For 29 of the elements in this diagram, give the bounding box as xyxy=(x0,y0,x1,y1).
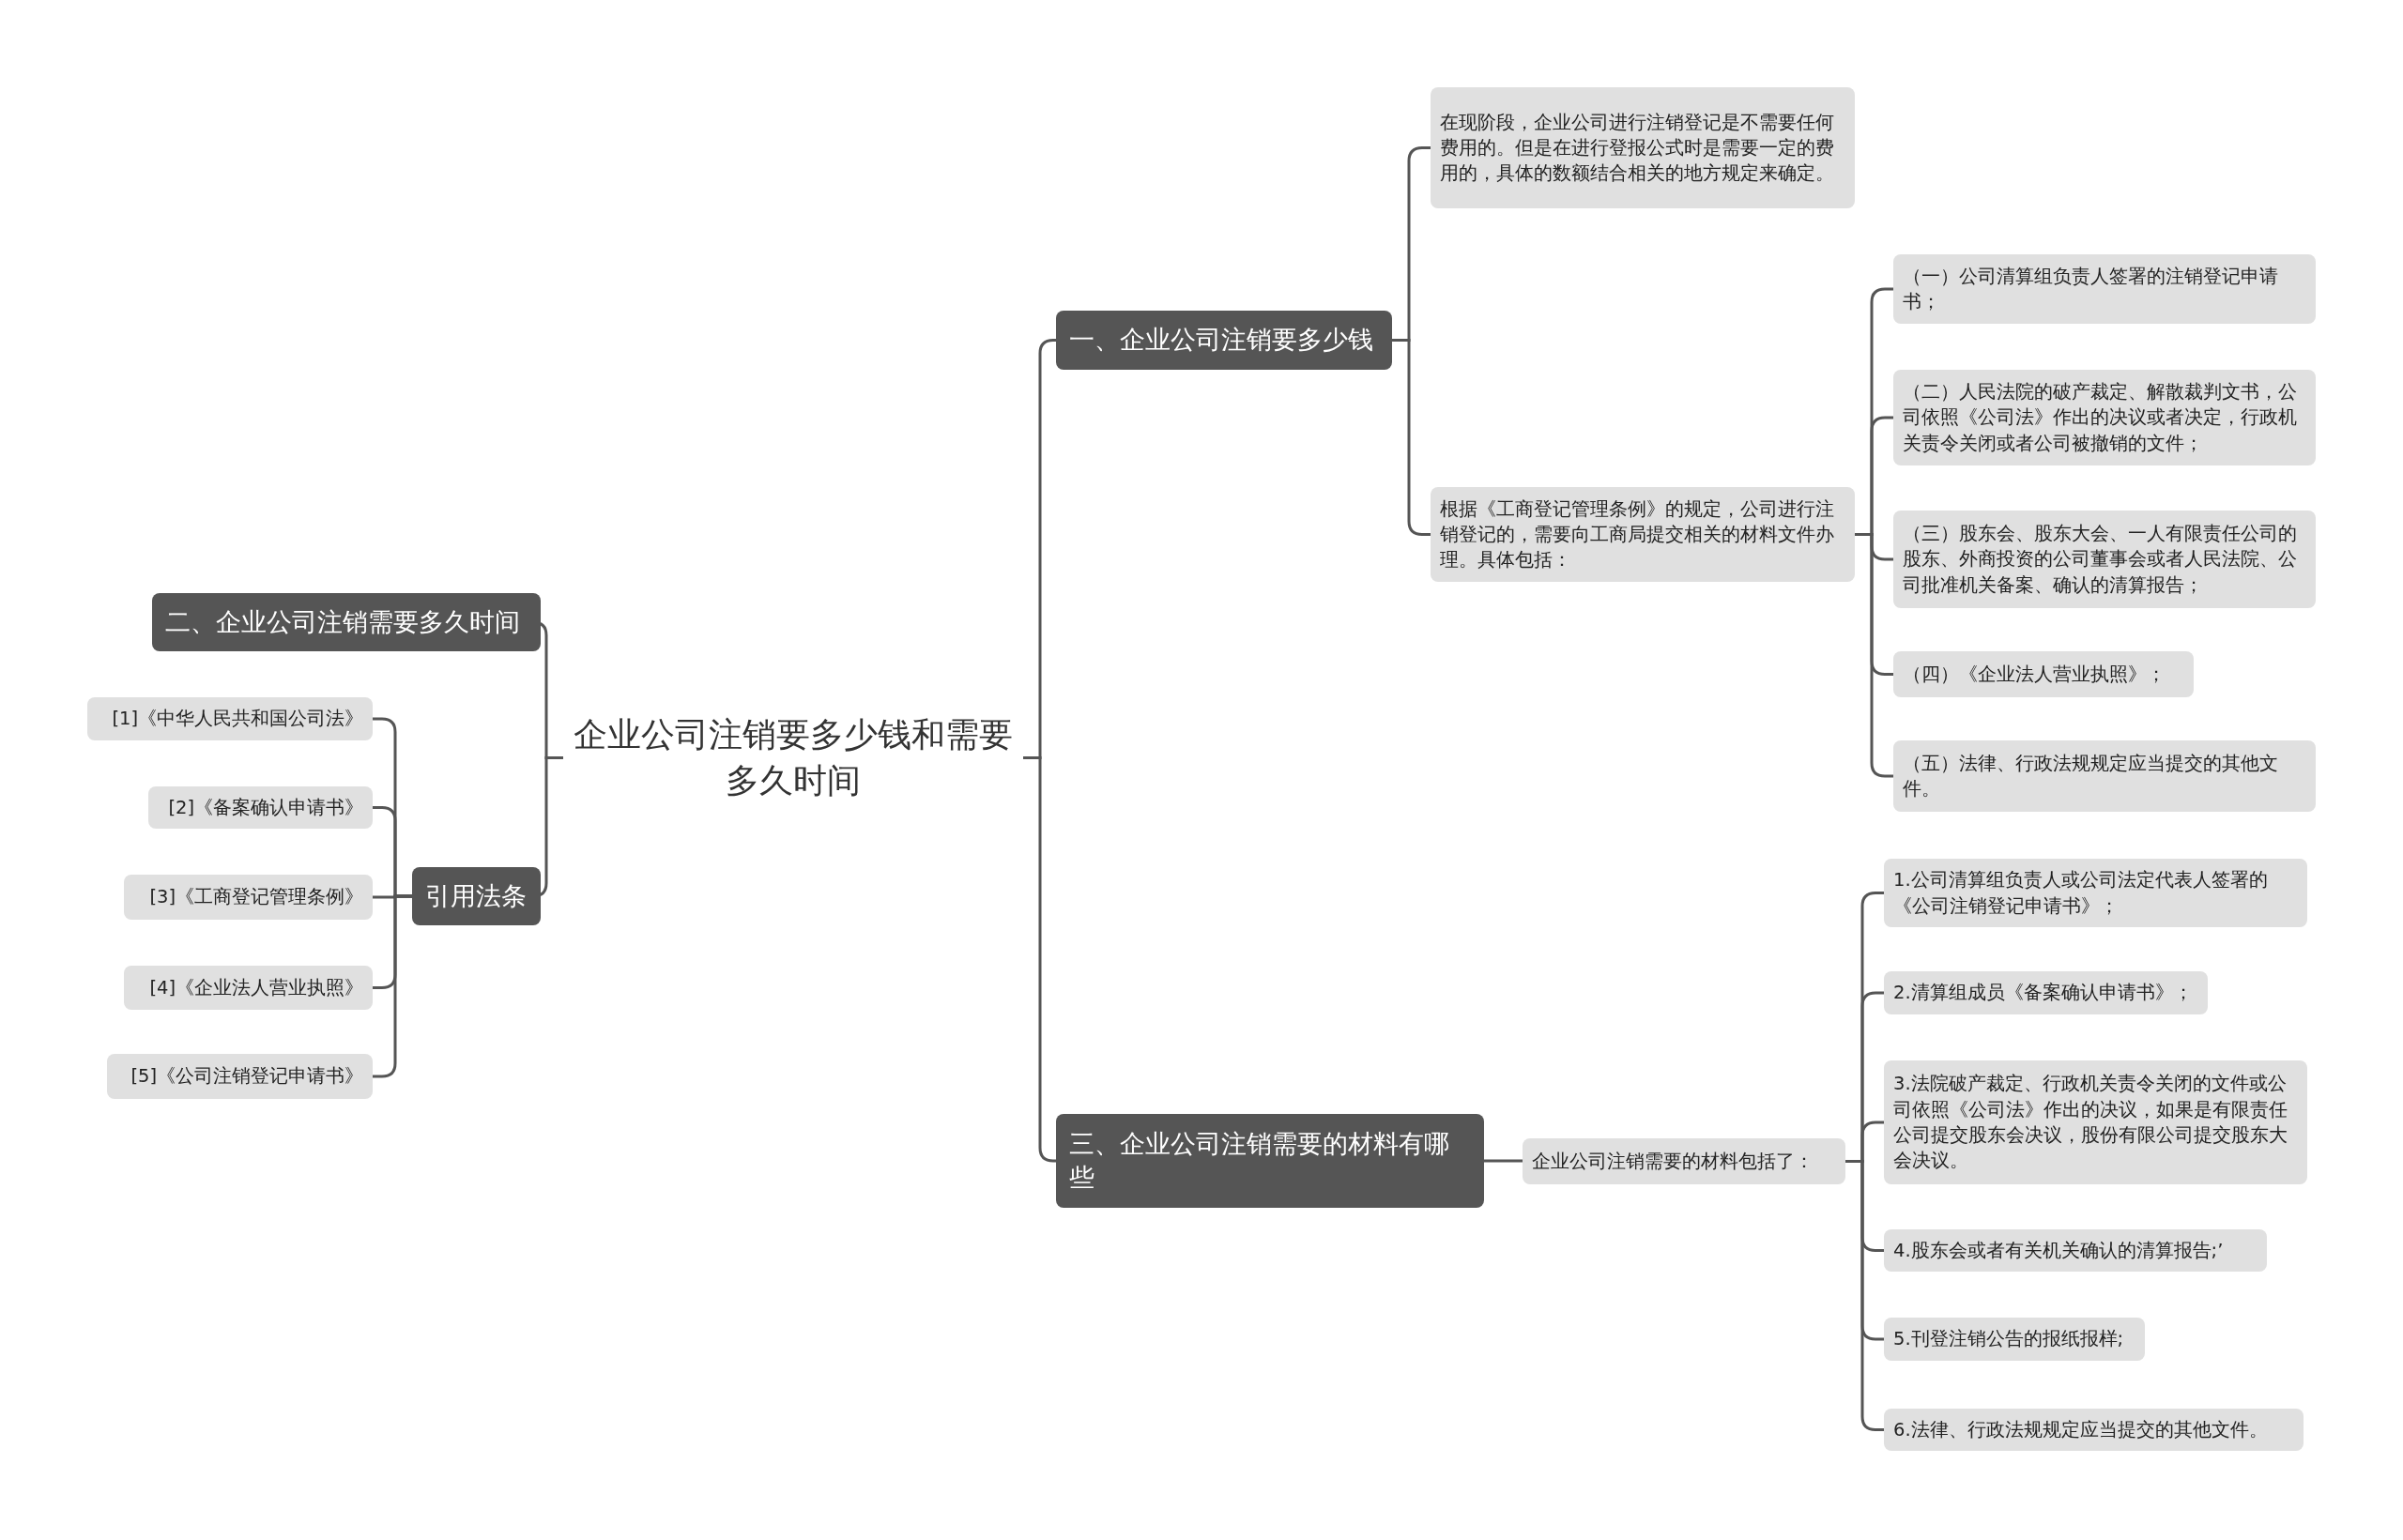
connector-line xyxy=(373,894,412,1078)
subtopic-box: 5.刊登注销公告的报纸报样; xyxy=(1884,1318,2145,1361)
subtopic-box: （四）《企业法人营业执照》； xyxy=(1893,651,2194,697)
subtopic-box: [5]《公司注销登记申请书》 xyxy=(107,1054,373,1099)
subtopic-box: 4.股东会或者有关机关确认的清算报告;’ xyxy=(1884,1229,2267,1272)
subtopic-box: （三）股东会、股东大会、一人有限责任公司的股东、外商投资的公司董事会或者人民法院、公司批准机关备案、确认的清算报告； xyxy=(1893,511,2316,608)
subtopic-box: 1.公司清算组负责人或公司法定代表人签署的《公司注销登记申请书》； xyxy=(1884,859,2307,927)
subtopic-box: （五）法律、行政法规规定应当提交的其他文件。 xyxy=(1893,740,2316,812)
central-topic: 企业公司注销要多少钱和需要多久时间 xyxy=(563,699,1023,816)
connector-line xyxy=(1392,339,1431,536)
connector-line xyxy=(1484,1159,1523,1163)
branch-topic-box: 三、企业公司注销需要的材料有哪些 xyxy=(1056,1114,1484,1208)
subtopic-box: 根据《工商登记管理条例》的规定，公司进行注销登记的，需要向工商局提交相关的材料文件办理。具体包括： xyxy=(1431,487,1855,582)
subtopic-box: [2]《备案确认申请书》 xyxy=(148,786,373,829)
subtopic-box: [3]《工商登记管理条例》 xyxy=(124,875,373,920)
branch-topic-box: 一、企业公司注销要多少钱 xyxy=(1056,311,1392,370)
branch-topic-box: 引用法条 xyxy=(412,867,541,925)
subtopic-box: 在现阶段，企业公司进行注销登记是不需要任何费用的。但是在进行登报公式时是需要一定的费用的，具体的数额结合相关的地方规定来确定。 xyxy=(1431,87,1855,208)
connector-line xyxy=(1845,1160,1884,1431)
subtopic-box: （一）公司清算组负责人签署的注销登记申请书； xyxy=(1893,254,2316,324)
subtopic-box: 3.法院破产裁定、行政机关责令关闭的文件或公司依照《公司法》作出的决议，如果是有限责任公司提交股东会决议，股份有限公司提交股东大会决议。 xyxy=(1884,1060,2307,1184)
subtopic-box: 2.清算组成员《备案确认申请书》； xyxy=(1884,971,2208,1014)
subtopic-box: 企业公司注销需要的材料包括了： xyxy=(1523,1138,1845,1184)
subtopic-box: 6.法律、行政法规规定应当提交的其他文件。 xyxy=(1884,1409,2304,1451)
branch-topic-box: 二、企业公司注销需要多久时间 xyxy=(152,593,541,651)
subtopic-box: [4]《企业法人营业执照》 xyxy=(124,966,373,1010)
subtopic-box: [1]《中华人民共和国公司法》 xyxy=(87,697,373,740)
connector-line xyxy=(1855,533,1893,778)
subtopic-box: （二）人民法院的破产裁定、解散裁判文书，公司依照《公司法》作出的决议或者决定，行政机关责令关闭或者公司被撤销的文件； xyxy=(1893,370,2316,465)
